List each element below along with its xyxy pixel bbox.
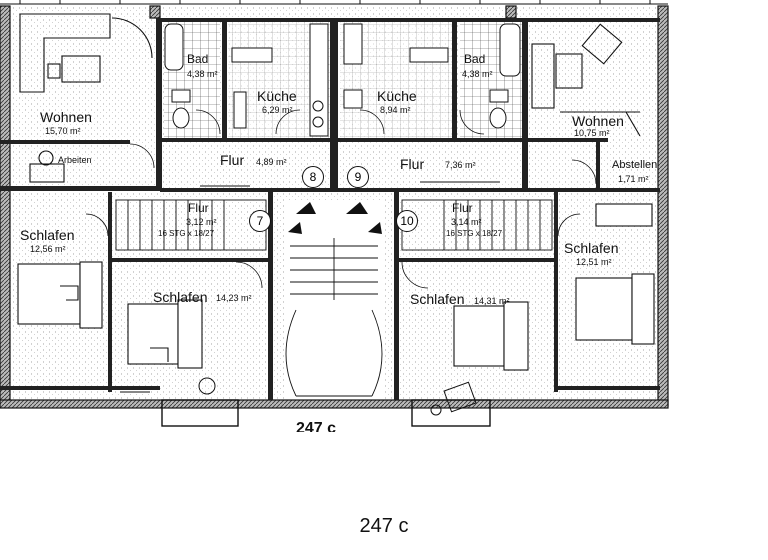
room-area-schlafen-far-right: 12,51 m²: [576, 257, 612, 267]
room-name-flur-9: Flur: [400, 156, 425, 172]
furniture-schlafen-mid-right: [453, 301, 529, 371]
furniture-schlafen-far-left: [17, 261, 103, 329]
furniture-kueche-left: [231, 23, 329, 137]
room-area-schlafen-mid-right: 14,31 m²: [474, 296, 510, 306]
unit-number-10: 10: [396, 210, 418, 232]
room-area-kueche-right: 8,94 m²: [380, 105, 411, 115]
stair-note-left: 16 STG x 18/27: [158, 229, 215, 238]
room-name-wohnen-left: Wohnen: [40, 109, 92, 125]
room-name-schlafen-mid-left: Schlafen: [153, 289, 208, 305]
room-name-schlafen-mid-right: Schlafen: [410, 291, 465, 307]
stair-note-right: 16 STG x 18/27: [446, 229, 503, 238]
room-area-flur-9: 7,36 m²: [445, 160, 476, 170]
room-name-wohnen-right: Wohnen: [572, 113, 624, 129]
room-name-kueche-left: Küche: [257, 88, 297, 104]
room-name-kueche-right: Küche: [377, 88, 417, 104]
room-name-flur-8: Flur: [220, 152, 245, 168]
stairs-left: [115, 199, 267, 251]
furniture-bad-right: [489, 23, 521, 129]
room-area-flur-10: 3,14 m²: [451, 217, 482, 227]
room-area-bad-left: 4,38 m²: [187, 69, 218, 79]
furniture-schlafen-mid-left: [127, 299, 203, 369]
room-name-arbeiten: Arbeiten: [58, 155, 92, 165]
top-edge: [0, 0, 668, 5]
room-name-schlafen-far-right: Schlafen: [564, 240, 619, 256]
furniture-bad-left: [164, 23, 191, 129]
furniture-balcony: [198, 377, 477, 416]
room-name-abstellen: Abstellen: [612, 159, 658, 171]
balconies: [161, 399, 491, 427]
furniture-kueche-right: [343, 23, 449, 109]
radiator-marks: [120, 181, 500, 393]
room-name-bad-right: Bad: [464, 52, 486, 66]
exterior-walls: [0, 5, 669, 409]
furniture-schlafen-far-right: [575, 203, 655, 345]
room-area-wohnen-right: 10,75 m²: [574, 128, 610, 138]
room-area-flur-7: 3,12 m²: [186, 217, 217, 227]
room-area-flur-8: 4,89 m²: [256, 157, 287, 167]
interior-walls: [0, 18, 660, 400]
furniture-wohnen-left: [19, 13, 153, 183]
room-area-abstellen: 1,71 m²: [618, 174, 649, 184]
room-name-schlafen-far-left: Schlafen: [20, 227, 75, 243]
unit-number-7: 7: [249, 210, 271, 232]
cut-off-label: 247 c: [296, 420, 337, 432]
room-area-wohnen-left: 15,70 m²: [45, 126, 81, 136]
room-name-flur-7: Flur: [188, 201, 209, 215]
stair-direction-arrows: [288, 202, 382, 234]
room-area-bad-right: 4,38 m²: [462, 69, 493, 79]
room-area-kueche-left: 6,29 m²: [262, 105, 293, 115]
plan-caption: 247 c: [359, 515, 409, 537]
door-swings: [85, 109, 597, 289]
room-name-bad-left: Bad: [187, 52, 209, 66]
room-area-schlafen-far-left: 12,56 m²: [30, 244, 66, 254]
unit-number-9: 9: [347, 166, 369, 188]
room-area-schlafen-mid-left: 14,23 m²: [216, 293, 252, 303]
room-name-flur-10: Flur: [452, 201, 473, 215]
unit-number-8: 8: [302, 166, 324, 188]
stairs-central: [285, 238, 383, 397]
floor-plan: [0, 0, 669, 427]
furniture-wohnen-right: [531, 23, 641, 137]
